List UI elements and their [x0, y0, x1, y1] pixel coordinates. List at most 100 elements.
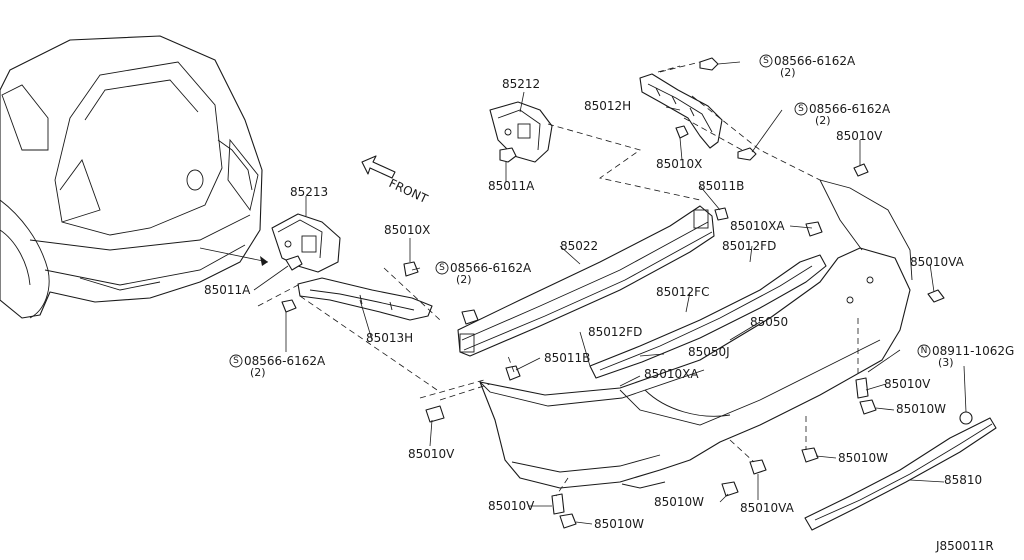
front-direction-arrow [361, 155, 396, 179]
part-quantity-label: (3) [938, 356, 954, 369]
standard-part-symbol-letter: N [921, 346, 928, 356]
callout-85010w: 85010W [896, 402, 946, 416]
callout-85011a: 85011A [488, 179, 535, 193]
callout-85010v: 85010V [884, 377, 931, 391]
callout-85010x: 85010X [656, 157, 702, 171]
standard-part-symbol [917, 344, 931, 358]
callout-08566-6162a: S 08566-6162A(2) [759, 54, 856, 79]
part-number-label: 85011B [698, 179, 744, 193]
part-number-label: 85212 [502, 77, 540, 91]
callout-85012fd: 85012FD [588, 325, 642, 339]
part-number-label: 08566-6162A [774, 54, 856, 68]
vehicle-rear-illustration [0, 35, 269, 319]
callout-85012fd: 85012FD [722, 239, 776, 253]
part-number-label: 85013H [366, 331, 413, 345]
part-quantity-label: (2) [780, 66, 796, 79]
diagram-id: J850011R [935, 539, 994, 553]
callout-85010va: 85010VA [740, 501, 795, 515]
standard-part-symbol [794, 102, 808, 116]
part-number-label: 85010V [408, 447, 455, 461]
callout-85012h: 85012H [584, 99, 631, 113]
part-number-label: 85010VA [910, 255, 965, 269]
part-number-label: 85012FC [656, 285, 709, 299]
standard-part-symbol [229, 354, 243, 368]
standard-part-symbol-letter: S [233, 356, 239, 366]
part-85213-bracket [271, 213, 341, 273]
part-85012H-retainer [639, 73, 723, 149]
callout-85010v: 85010V [836, 129, 883, 143]
part-number-label: 85213 [290, 185, 328, 199]
part-number-label: 85010V [836, 129, 883, 143]
fastener-set [281, 57, 973, 529]
callout-85050j: 85050J [688, 345, 730, 359]
part-number-label: 85010X [384, 223, 430, 237]
callout-08566-6162a: S 08566-6162A(2) [229, 354, 326, 379]
callout-85010w: 85010W [594, 517, 644, 531]
part-number-label: 85010V [884, 377, 931, 391]
part-quantity-label: (2) [456, 273, 472, 286]
callout-85010v: 85010V [408, 447, 455, 461]
part-number-label: 85011B [544, 351, 590, 365]
standard-part-symbol [759, 54, 773, 68]
callout-08566-6162a: S 08566-6162A(2) [435, 261, 532, 286]
part-number-label: 85010XA [730, 219, 785, 233]
callout-85011b: 85011B [544, 351, 590, 365]
part-number-label: 85012H [584, 99, 631, 113]
callout-85011a: 85011A [204, 283, 251, 297]
callout-85022: 85022 [560, 239, 598, 253]
part-number-label: 85810 [944, 473, 982, 487]
part-number-label: 08566-6162A [809, 102, 891, 116]
callout-85010va: 85010VA [910, 255, 965, 269]
callout-85010w: 85010W [654, 495, 704, 509]
part-85022-reinforcement [457, 205, 715, 357]
part-85013H-retainer [297, 277, 433, 321]
part-quantity-label: (2) [250, 366, 266, 379]
front-label: FRONT [387, 176, 431, 206]
part-quantity-label: (2) [815, 114, 831, 127]
callout-85011b: 85011B [698, 179, 744, 193]
part-85810-moulding [804, 417, 997, 531]
part-number-label: 85012FD [588, 325, 642, 339]
part-number-label: 85010V [488, 499, 535, 513]
part-number-label: 85022 [560, 239, 598, 253]
callout-85810: 85810 [944, 473, 982, 487]
callout-08566-6162a: S 08566-6162A(2) [794, 102, 891, 127]
leader-lines [253, 61, 967, 525]
part-number-label: 85050J [688, 345, 730, 359]
part-number-label: 85010W [896, 402, 946, 416]
part-number-label: 85010X [656, 157, 702, 171]
part-number-label: 85010VA [740, 501, 795, 515]
callout-85012fc: 85012FC [656, 285, 709, 299]
callout-85010w: 85010W [838, 451, 888, 465]
part-85212-bracket [489, 101, 553, 163]
callout-85050: 85050 [750, 315, 788, 329]
callout-08911-1062g: N 08911-1062G(3) [917, 344, 1014, 369]
callout-85010v: 85010V [488, 499, 535, 513]
part-number-label: 08566-6162A [450, 261, 532, 275]
callout-85213: 85213 [290, 185, 328, 199]
standard-part-symbol-letter: S [763, 56, 769, 66]
part-number-label: 85050 [750, 315, 788, 329]
standard-part-symbol-letter: S [798, 104, 804, 114]
callout-85010xa: 85010XA [644, 367, 699, 381]
part-number-label: 85010W [594, 517, 644, 531]
part-85050-bumper-fascia [479, 179, 913, 489]
part-number-label: 08566-6162A [244, 354, 326, 368]
callout-85010xa: 85010XA [730, 219, 785, 233]
standard-part-symbol [435, 261, 449, 275]
part-number-label: 85010XA [644, 367, 699, 381]
part-number-label: 85010W [838, 451, 888, 465]
part-number-label: 85012FD [722, 239, 776, 253]
assembly-lines [257, 61, 859, 497]
callout-85010x: 85010X [384, 223, 430, 237]
part-number-label: 08911-1062G [932, 344, 1014, 358]
part-number-label: 85011A [204, 283, 251, 297]
callout-85013h: 85013H [366, 331, 413, 345]
part-number-label: 85010W [654, 495, 704, 509]
part-number-label: 85011A [488, 179, 535, 193]
part-85050J-retainer [589, 254, 827, 379]
callout-85212: 85212 [502, 77, 540, 91]
standard-part-symbol-letter: S [439, 263, 445, 273]
